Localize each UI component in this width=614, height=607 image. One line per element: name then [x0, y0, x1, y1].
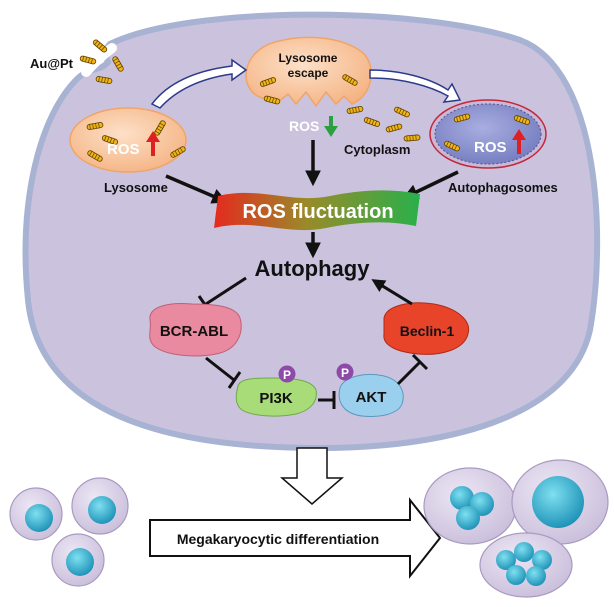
differentiation-label: Megakaryocytic differentiation — [177, 531, 379, 547]
small-cell-1 — [9, 487, 63, 541]
inhibit-bar-pi3k — [227, 371, 242, 389]
lysosome-label: Lysosome — [104, 180, 168, 195]
beclin1-protein — [383, 302, 470, 355]
akt-phospho-badge — [336, 363, 354, 381]
autophagy-label: Autophagy — [255, 256, 371, 281]
pi3k-phospho-badge — [278, 365, 296, 383]
pi3k-protein — [235, 377, 317, 417]
ros-fluctuation-label: ROS fluctuation — [242, 201, 393, 223]
akt-label: AKT — [356, 389, 387, 406]
bcr-abl-protein — [149, 303, 242, 357]
beclin1-label: Beclin-1 — [400, 323, 455, 339]
lysosome-escape-vesicle — [245, 36, 372, 108]
pi3k-phospho-label: P — [283, 368, 291, 382]
au-pt-label: Au@Pt — [30, 56, 74, 71]
large-cell-1 — [423, 467, 517, 545]
ros-fluctuation-ribbon — [214, 190, 420, 231]
arrow-autophagosome-to-ros — [402, 170, 459, 200]
inhibit-bcr-abl-pi3k — [205, 356, 235, 382]
autophagosome-ros-label: ROS — [474, 139, 507, 156]
ros-up-arrow-autophagosome — [512, 129, 526, 154]
differentiation-arrow — [149, 497, 442, 579]
ros-up-arrow-lysosome — [146, 131, 160, 156]
hollow-down-arrow — [279, 447, 345, 505]
bcr-abl-label: BCR-ABL — [160, 323, 228, 340]
membrane-notch — [81, 43, 117, 77]
akt-phospho-label: P — [341, 366, 349, 380]
small-cell-3 — [51, 533, 105, 587]
hollow-arrow-lyso-to-escape — [150, 58, 248, 109]
hollow-arrow-escape-to-auto — [369, 69, 462, 103]
cytoplasm-label: Cytoplasm — [344, 142, 410, 157]
lysosome-escape-label-1: Lysosome — [279, 51, 338, 65]
lysosome-vesicle — [69, 107, 187, 173]
small-cell-2 — [71, 477, 129, 535]
lysosome-escape-label-2: escape — [288, 66, 329, 80]
arrow-lysosome-to-ros — [165, 174, 228, 204]
arrow-beclin1-to-autophagy — [371, 279, 413, 306]
inhibit-akt-beclin1 — [396, 360, 422, 386]
autophagosomes-label: Autophagosomes — [448, 180, 558, 195]
lysosome-ros-label: ROS — [107, 141, 140, 158]
cytoplasm-ros-label: ROS — [289, 118, 319, 134]
akt-protein — [338, 374, 404, 417]
inhibit-autophagy-bcr-abl — [205, 276, 247, 306]
large-cell-2 — [511, 459, 609, 545]
pi3k-label: PI3K — [259, 390, 293, 407]
large-cell-3 — [479, 532, 573, 598]
ros-down-arrow-cytoplasm — [324, 116, 338, 137]
inhibit-bar-beclin1 — [411, 353, 429, 371]
